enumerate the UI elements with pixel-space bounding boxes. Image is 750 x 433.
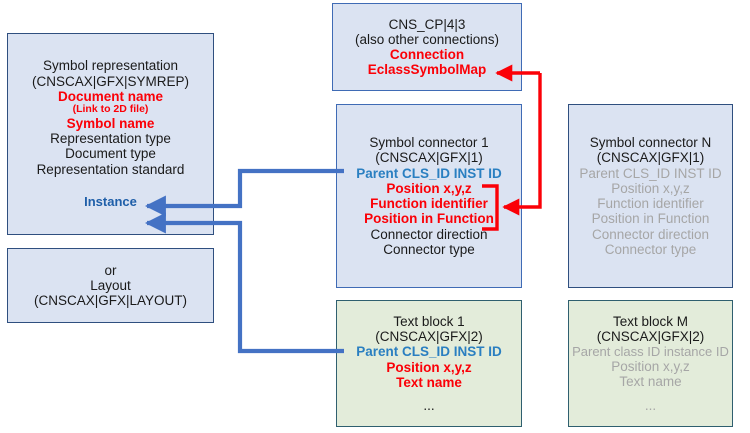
sc1-line-4: Function identifier bbox=[370, 196, 488, 211]
box-layout: or Layout (CNSCAX|GFX|LAYOUT) bbox=[7, 248, 214, 323]
sc1-line-0: Symbol connector 1 bbox=[369, 135, 489, 150]
tbm-line-2: Parent class ID instance ID bbox=[572, 343, 729, 359]
sc1-line-3: Position x,y,z bbox=[386, 180, 472, 196]
scn-line-4: Function identifier bbox=[597, 196, 704, 211]
box-text-block-1: Text block 1 (CNSCAX|GFX|2) Parent CLS_I… bbox=[336, 300, 522, 427]
scn-line-6: Connector direction bbox=[591, 226, 710, 242]
tb1-line-4: Text name bbox=[396, 374, 462, 390]
box-symbol-connector-1: Symbol connector 1 (CNSCAX|GFX|1) Parent… bbox=[336, 104, 522, 288]
layout-line-0: or bbox=[104, 262, 117, 278]
box-cns-cp: CNS_CP|4|3 (also other connections) Conn… bbox=[332, 3, 522, 91]
symrep-line-2: Document name bbox=[57, 88, 164, 104]
sc1-line-1: (CNSCAX|GFX|1) bbox=[375, 150, 483, 166]
scn-line-5: Position in Function bbox=[591, 211, 710, 227]
sc1-line-2: Parent CLS_ID INST ID bbox=[356, 165, 502, 181]
symrep-line-6: Document type bbox=[65, 146, 156, 162]
instance-label: Instance bbox=[84, 193, 137, 209]
cnscp-line-0: CNS_CP|4|3 bbox=[388, 16, 466, 32]
layout-line-2: (CNSCAX|GFX|LAYOUT) bbox=[33, 293, 188, 309]
symrep-line-0: Symbol representation bbox=[42, 58, 179, 74]
tbm-line-1: (CNSCAX|GFX|2) bbox=[596, 329, 705, 345]
symrep-line-7: Representation standard bbox=[36, 161, 185, 177]
layout-line-1: Layout bbox=[90, 277, 131, 293]
symrep-line-4: Symbol name bbox=[66, 115, 155, 131]
tbm-line-4: Text name bbox=[619, 374, 682, 390]
sc1-line-6: Connector direction bbox=[370, 226, 488, 242]
scn-line-0: Symbol connector N bbox=[589, 135, 712, 150]
cnscp-line-3: EclassSymbolMap bbox=[367, 62, 487, 78]
symrep-line-3: (Link to 2D file) bbox=[72, 103, 149, 116]
tb1-line-2: Parent CLS_ID INST ID bbox=[356, 344, 502, 360]
scn-line-3: Position x,y,z bbox=[611, 180, 690, 196]
tbm-line-3: Position x,y,z bbox=[611, 359, 690, 375]
scn-line-7: Connector type bbox=[604, 241, 697, 257]
scn-line-2: Parent CLS_ID INST ID bbox=[579, 165, 722, 181]
tb1-line-5: ... bbox=[423, 398, 435, 413]
cnscp-line-1: (also other connections) bbox=[354, 31, 500, 47]
tb1-line-3: Position x,y,z bbox=[386, 359, 472, 375]
box-symbol-connector-n: Symbol connector N (CNSCAX|GFX|1) Parent… bbox=[568, 104, 733, 288]
symrep-line-1: (CNSCAX|GFX|SYMREP) bbox=[31, 73, 190, 89]
tbm-line-5: ... bbox=[644, 397, 657, 413]
scn-line-1: (CNSCAX|GFX|1) bbox=[596, 150, 705, 166]
cnscp-line-2: Connection bbox=[389, 47, 465, 62]
box-text-block-m: Text block M (CNSCAX|GFX|2) Parent class… bbox=[568, 300, 733, 427]
symrep-line-5: Representation type bbox=[50, 131, 171, 147]
tb1-line-0: Text block 1 bbox=[393, 313, 465, 329]
sc1-line-7: Connector type bbox=[383, 241, 475, 257]
sc1-line-5: Position in Function bbox=[364, 211, 494, 227]
box-symbol-representation: Symbol representation (CNSCAX|GFX|SYMREP… bbox=[7, 33, 214, 235]
tb1-line-1: (CNSCAX|GFX|2) bbox=[375, 329, 483, 344]
tbm-line-0: Text block M bbox=[612, 314, 689, 330]
